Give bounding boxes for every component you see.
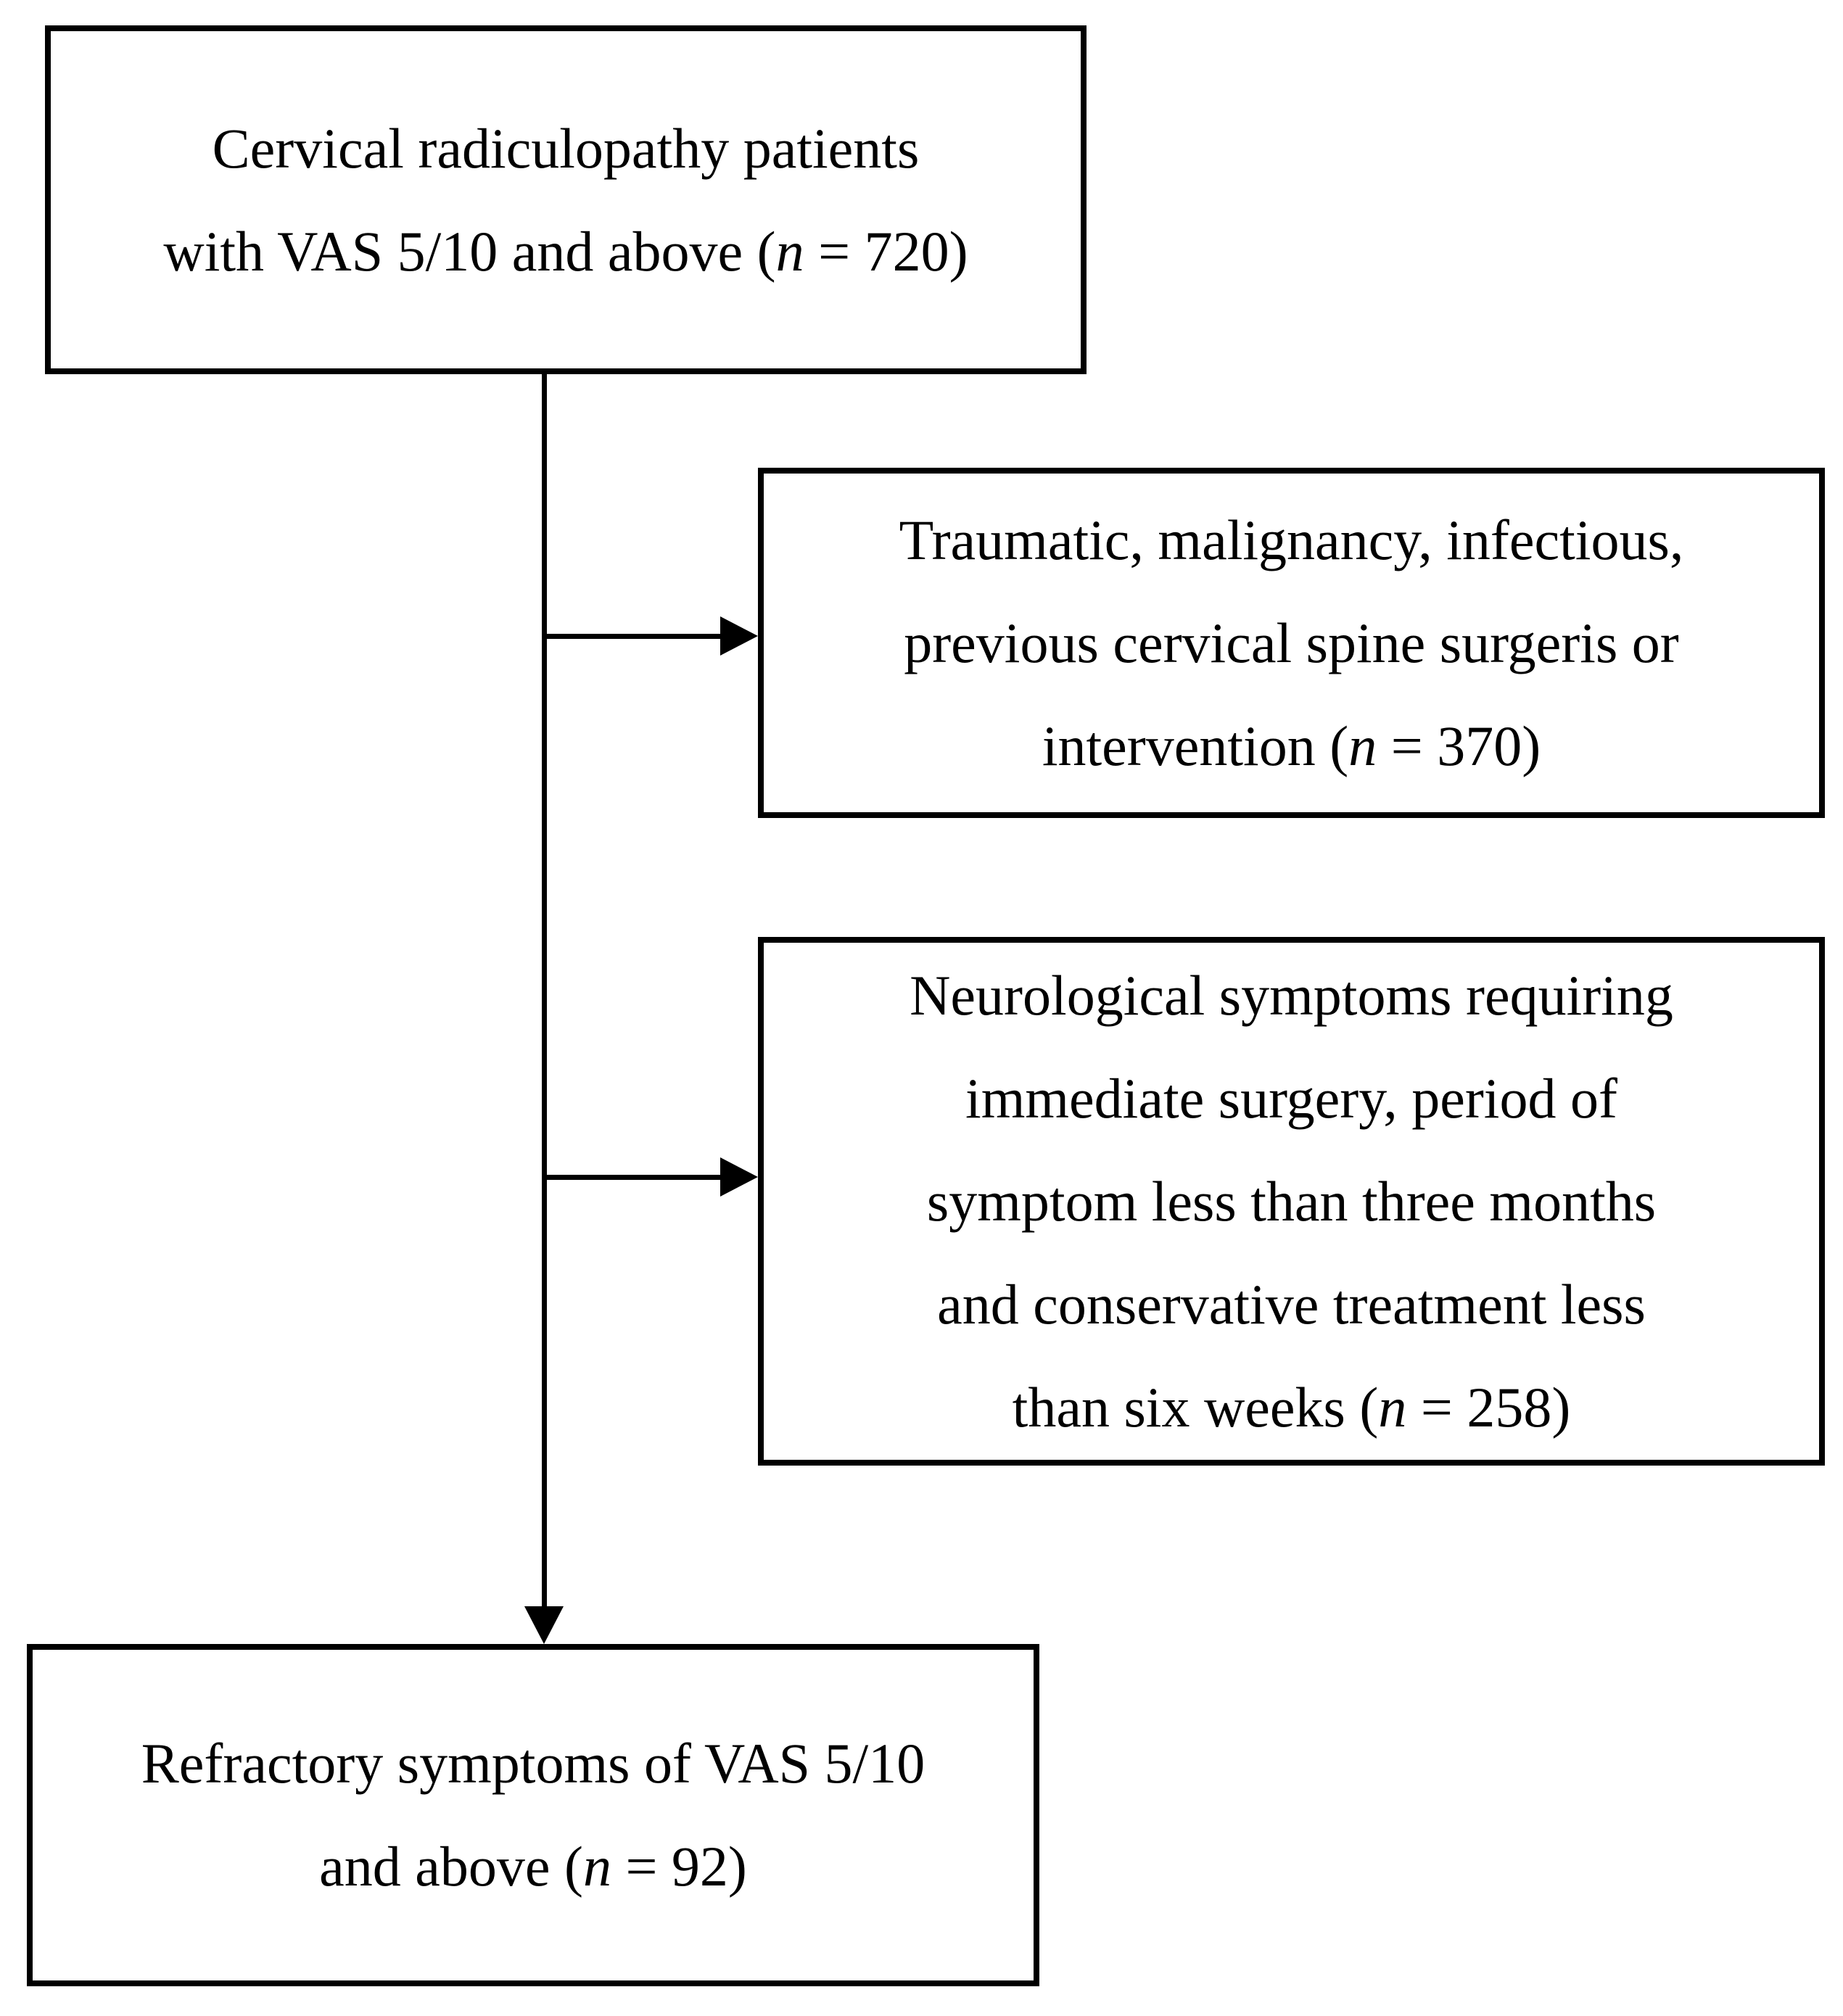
- box-text-line: immediate surgery, period of: [764, 1047, 1819, 1150]
- box-text-line: with VAS 5/10 and above (n = 720): [51, 200, 1081, 303]
- sample-size-n: n: [775, 219, 804, 283]
- box-text-line: Neurological symptoms requiring: [764, 944, 1819, 1047]
- right-arrowhead-icon: [720, 1157, 758, 1197]
- right-arrowhead-icon: [720, 616, 758, 656]
- text-segment: previous cervical spine surgeris or: [904, 611, 1679, 674]
- box-text-line: and above (n = 92): [33, 1815, 1034, 1918]
- text-segment: Refractory symptoms of VAS 5/10: [141, 1732, 925, 1795]
- box-text-line: than six weeks (n = 258): [764, 1356, 1819, 1459]
- text-segment: Traumatic, malignancy, infectious,: [899, 508, 1684, 571]
- box-text-line: intervention (n = 370): [764, 695, 1819, 798]
- box-text-line: previous cervical spine surgeris or: [764, 592, 1819, 695]
- text-segment: intervention (: [1042, 714, 1349, 777]
- text-segment: = 720): [804, 219, 968, 283]
- box-text-line: Cervical radiculopathy patients: [51, 97, 1081, 200]
- text-segment: than six weeks (: [1012, 1375, 1379, 1439]
- sample-size-n: n: [1348, 714, 1377, 777]
- box-cervical-radiculopathy-patients: Cervical radiculopathy patients with VAS…: [45, 25, 1087, 374]
- text-segment: symptom less than three months: [926, 1169, 1657, 1233]
- box-text-line: Traumatic, malignancy, infectious,: [764, 489, 1819, 592]
- text-segment: = 92): [611, 1835, 747, 1898]
- box-refractory-symptoms: Refractory symptoms of VAS 5/10 and abov…: [27, 1644, 1039, 1986]
- text-segment: with VAS 5/10 and above (: [163, 219, 776, 283]
- text-segment: = 370): [1377, 714, 1541, 777]
- box-text-line: Refractory symptoms of VAS 5/10: [33, 1712, 1034, 1815]
- box-text: Refractory symptoms of VAS 5/10 and abov…: [33, 1712, 1034, 1918]
- text-segment: = 258): [1406, 1375, 1571, 1439]
- text-segment: immediate surgery, period of: [965, 1066, 1617, 1130]
- box-text: Neurological symptoms requiring immediat…: [764, 944, 1819, 1459]
- vertical-connector-line: [542, 373, 547, 1610]
- box-exclusion-neurological-symptoms: Neurological symptoms requiring immediat…: [758, 937, 1825, 1466]
- box-text: Traumatic, malignancy, infectious, previ…: [764, 489, 1819, 798]
- box-text: Cervical radiculopathy patients with VAS…: [51, 97, 1081, 303]
- down-arrowhead-icon: [524, 1606, 564, 1644]
- sample-size-n: n: [1378, 1375, 1407, 1439]
- text-segment: and conservative treatment less: [937, 1272, 1646, 1336]
- sample-size-n: n: [582, 1835, 611, 1898]
- connector-to-exclusion-2: [542, 1175, 723, 1180]
- box-text-line: and conservative treatment less: [764, 1253, 1819, 1356]
- text-segment: and above (: [319, 1835, 583, 1898]
- text-segment: Cervical radiculopathy patients: [212, 116, 920, 180]
- box-exclusion-traumatic-malignancy: Traumatic, malignancy, infectious, previ…: [758, 468, 1825, 818]
- box-text-line: symptom less than three months: [764, 1150, 1819, 1253]
- connector-to-exclusion-1: [542, 634, 723, 639]
- text-segment: Neurological symptoms requiring: [910, 963, 1673, 1027]
